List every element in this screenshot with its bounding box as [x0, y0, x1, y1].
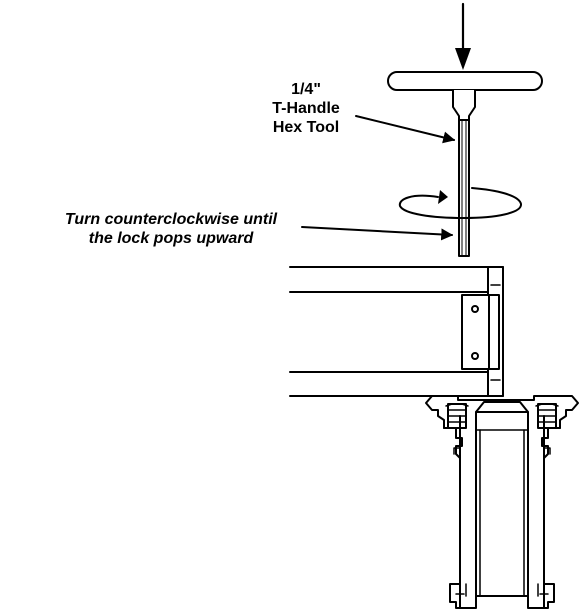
t-handle-hex-tool	[387, 71, 543, 257]
tool-name-label: Hex Tool	[272, 119, 340, 136]
tool-type-label: T-Handle	[272, 100, 340, 117]
instruction-line-1: Turn counterclockwise until	[64, 211, 278, 228]
instruction-leader	[301, 226, 454, 241]
tool-leader	[355, 115, 456, 144]
t-handle-neck	[452, 89, 476, 121]
right-boss	[535, 403, 559, 429]
lock-plate	[461, 294, 500, 370]
post-profile	[425, 395, 579, 609]
t-handle-grip	[387, 71, 543, 91]
tool-size-label: 1/4"	[291, 81, 321, 98]
lock-screw-bottom	[471, 352, 479, 360]
hex-shaft	[458, 119, 470, 257]
left-boss	[445, 403, 469, 429]
push-down-arrow	[455, 2, 471, 70]
instruction-line-2: the lock pops upward	[88, 230, 254, 247]
tool-callout: 1/4" T-Handle Hex Tool	[236, 80, 376, 137]
rotation-arrow	[398, 187, 522, 219]
instruction-callout: Turn counterclockwise until the lock pop…	[18, 210, 324, 248]
rail-beam	[289, 266, 504, 397]
lock-screw-top	[471, 305, 479, 313]
